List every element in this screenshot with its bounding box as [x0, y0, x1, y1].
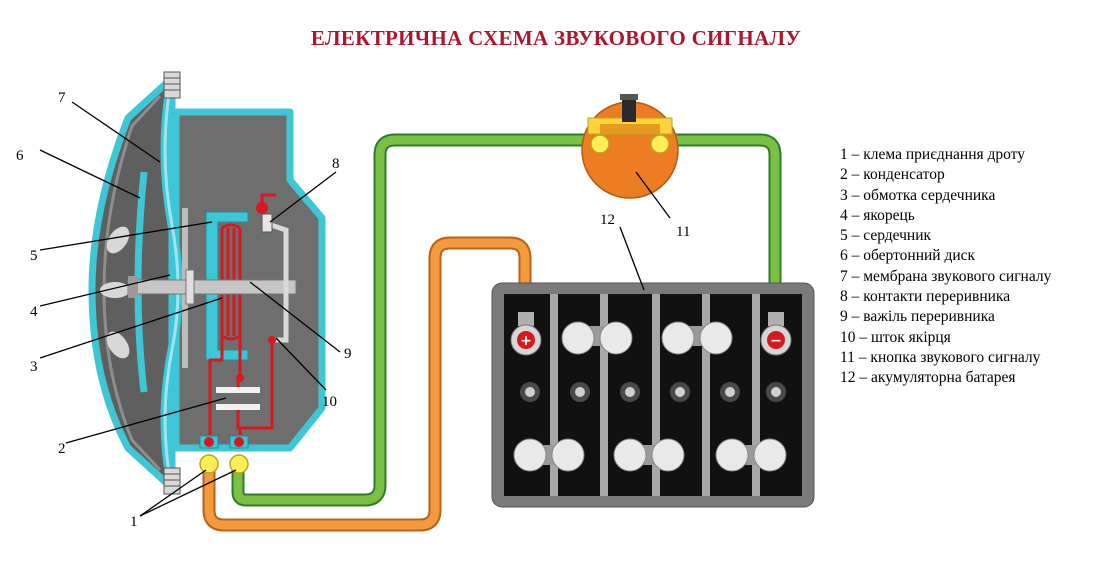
legend-item: 11 – кнопка звукового сигналу [840, 348, 1041, 366]
battery-plus-terminal: + [510, 312, 542, 356]
callout-1: 1 [130, 514, 138, 530]
legend: 1 – клема приєднання дроту 2 – конденсат… [840, 145, 1051, 389]
armature [185, 269, 195, 305]
horn-button [581, 94, 679, 199]
battery-minus-terminal: − [760, 312, 792, 356]
battery: + − [491, 282, 815, 508]
callout-8: 8 [332, 156, 340, 172]
callout-7: 7 [58, 90, 66, 106]
leader-lines [39, 101, 671, 517]
horn-assembly [88, 71, 326, 495]
callout-3: 3 [30, 359, 38, 375]
legend-item: 3 – обмотка сердечника [840, 186, 996, 204]
callout-6: 6 [16, 148, 24, 164]
legend-item: 7 – мембрана звукового сигналу [840, 267, 1052, 285]
diagram-title: ЕЛЕКТРИЧНА СХЕМА ЗВУКОВОГО СИГНАЛУ [310, 26, 802, 50]
legend-item: 6 – обертонний диск [840, 247, 976, 265]
legend-item: 1 – клема приєднання дроту [840, 146, 1026, 163]
legend-item: 2 – конденсатор [840, 166, 945, 184]
armature-rod [127, 279, 297, 295]
minus-sign: − [770, 333, 782, 349]
callout-numbers: 7 6 5 4 3 2 1 8 9 10 11 12 [16, 90, 690, 530]
legend-item: 5 – сердечник [840, 227, 932, 245]
interrupter-contacts [261, 213, 273, 233]
green-wire [231, 133, 782, 507]
legend-item: 8 – контакти переривника [840, 288, 1011, 306]
legend-item: 10 – шток якірця [840, 328, 951, 346]
callout-4: 4 [30, 304, 38, 320]
capacitor [216, 387, 260, 393]
legend-item: 4 – якорець [840, 206, 915, 224]
callout-9: 9 [344, 346, 352, 362]
plus-sign: + [520, 333, 532, 349]
callout-2: 2 [58, 441, 66, 457]
callout-5: 5 [30, 248, 38, 264]
wire-terminals [199, 435, 249, 474]
interrupter-lever [261, 219, 289, 343]
legend-item: 9 – важіль переривника [840, 308, 995, 326]
callout-12: 12 [600, 212, 615, 228]
callout-10: 10 [322, 394, 337, 410]
legend-item: 12 – акумуляторна батарея [840, 369, 1016, 387]
callout-11: 11 [676, 224, 690, 240]
orange-wire [202, 236, 532, 532]
